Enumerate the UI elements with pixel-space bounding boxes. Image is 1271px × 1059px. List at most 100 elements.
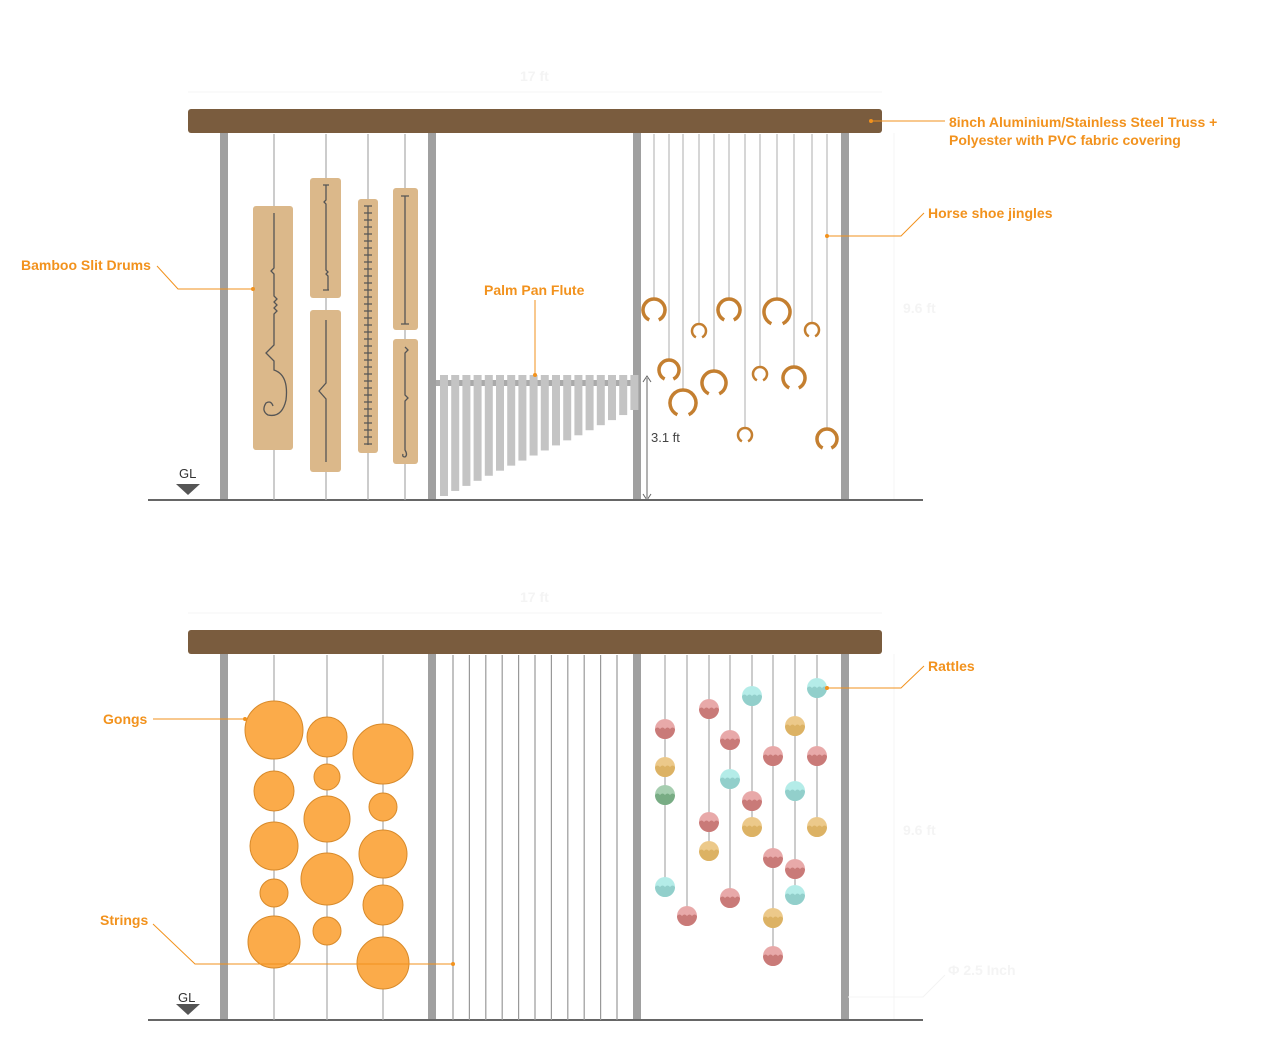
flute-pipe (484, 375, 493, 476)
gong (362, 884, 404, 926)
horseshoe-jingle (700, 369, 728, 396)
strings-label: Strings (100, 912, 149, 928)
top-width-dimension: 17 ft (520, 68, 549, 84)
gongs-leader-dot (243, 717, 247, 721)
slit-ladder-pattern (364, 205, 372, 445)
gong (368, 792, 398, 822)
horseshoe-jingle (762, 297, 792, 326)
gong (249, 821, 299, 871)
flute-leader-dot (533, 373, 537, 377)
bottom-width-dimension: 17 ft (520, 589, 549, 605)
bamboo-slit-drum (310, 310, 341, 472)
rattle-bead-shade (699, 707, 719, 719)
bottom-post (428, 650, 436, 1020)
gong (247, 915, 301, 969)
rattle-bead-shade (655, 765, 675, 777)
flute-pipe (529, 375, 538, 456)
truss-leader-dot (869, 119, 873, 123)
rattle-bead-shade (807, 754, 827, 766)
flute-pipe (451, 375, 460, 491)
horseshoe-jingle (657, 358, 681, 381)
slit-pattern (263, 213, 288, 417)
truss-label-line2: Polyester with PVC fabric covering (949, 132, 1181, 148)
rattles-label: Rattles (928, 658, 975, 674)
top-post (633, 129, 641, 500)
flute-pipe (574, 375, 583, 436)
gong (352, 723, 414, 785)
horseshoe-jingle (716, 297, 742, 322)
rattle-bead-shade (720, 896, 740, 908)
rattle-bead-shade (742, 694, 762, 706)
bamboo-leader-dot (251, 287, 255, 291)
gong (253, 770, 295, 812)
rattle-bead-shade (785, 867, 805, 879)
strings-leader-dot (451, 962, 455, 966)
top-truss-beam (188, 109, 882, 133)
rattle-bead-shade (785, 789, 805, 801)
gong (312, 916, 342, 946)
rattle-bead-shade (763, 856, 783, 868)
bottom-ground-level-label: GL (178, 990, 196, 1005)
flute-pipe (552, 375, 560, 446)
bottom-post (220, 650, 228, 1020)
bottom-post (841, 650, 849, 1020)
diameter-dimension: Φ 2.5 Inch (948, 962, 1016, 978)
horseshoe-jingle (781, 365, 807, 390)
gong (259, 878, 289, 908)
jingles-leader (827, 212, 925, 237)
rattles-leader (827, 665, 925, 689)
rattle-bead-shade (655, 793, 675, 805)
flute-pipe (518, 375, 527, 461)
rattle-bead-shade (763, 954, 783, 966)
rattle-bead-shade (720, 777, 740, 789)
flute-pipe (540, 375, 549, 451)
bamboo-leader (156, 265, 253, 290)
flute-pipe (596, 375, 605, 426)
gong (358, 829, 408, 879)
rattle-bead-shade (742, 799, 762, 811)
rattle-bead-shade (655, 727, 675, 739)
diameter-leader (848, 974, 946, 998)
flute-pipe (563, 375, 572, 441)
flute-pipe (608, 375, 616, 421)
slit-pattern (318, 184, 329, 462)
rattle-bead-shade (763, 916, 783, 928)
gong (313, 763, 341, 791)
horseshoe-jingle (668, 388, 698, 417)
gong (356, 936, 410, 990)
horseshoe-jingle (815, 427, 839, 450)
top-height-dimension: 9.6 ft (903, 300, 936, 316)
gong (306, 716, 348, 758)
truss-label: 8inch Aluminium/Stainless Steel Truss + P… (949, 113, 1217, 149)
rattle-bead-shade (785, 724, 805, 736)
horseshoe-jingle (736, 426, 754, 443)
flute-pipe (440, 375, 448, 496)
horseshoe-jingle (690, 322, 708, 339)
rattle-bead-shade (655, 885, 675, 897)
flute-pipe (585, 375, 594, 431)
rattle-bead-shade (742, 825, 762, 837)
rattle-bead-shade (699, 820, 719, 832)
jingles-label: Horse shoe jingles (928, 205, 1053, 221)
bottom-height-dimension: 9.6 ft (903, 822, 936, 838)
flute-pipe (507, 375, 516, 466)
rattle-bead-shade (785, 893, 805, 905)
rattle-bead-shade (763, 754, 783, 766)
horseshoe-jingle (641, 297, 667, 322)
top-post (841, 129, 849, 500)
flute-pipe (462, 375, 471, 486)
gong (303, 795, 351, 843)
rattle-bead-shade (807, 686, 827, 698)
flute-pipe (630, 375, 639, 410)
strings-leader (152, 923, 453, 965)
top-ground-marker-icon (176, 484, 200, 495)
rattle-bead-shade (807, 825, 827, 837)
slit-pattern (401, 195, 409, 458)
rattles-leader-dot (825, 686, 829, 690)
arrowheads (642, 375, 652, 501)
bottom-truss-beam (188, 630, 882, 654)
horseshoe-jingle (803, 321, 821, 338)
gong (300, 852, 354, 906)
truss-label-line1: 8inch Aluminium/Stainless Steel Truss + (949, 114, 1218, 130)
flute-pipe (496, 375, 504, 471)
